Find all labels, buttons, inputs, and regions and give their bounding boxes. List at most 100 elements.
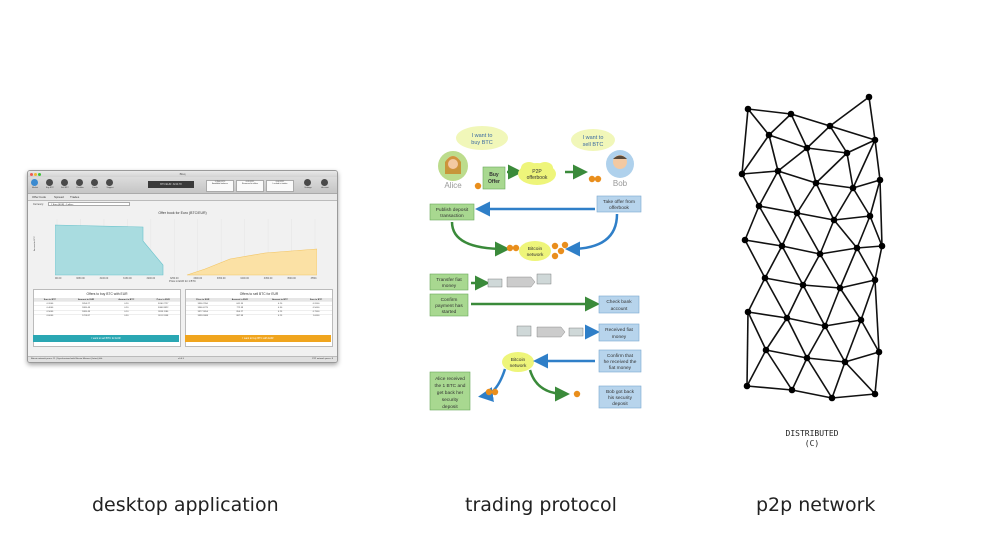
x-tick-label: 3150.00	[123, 277, 132, 279]
table-cell: 0.30	[106, 313, 147, 318]
network-edge	[796, 212, 821, 255]
column-header[interactable]: Amount in EUR	[65, 298, 107, 302]
buy-depth-area	[55, 224, 164, 276]
arrow-take-to-network	[565, 213, 619, 257]
toolbar-sell-label[interactable]: Sell BTC	[61, 187, 69, 189]
network-node	[812, 179, 820, 187]
bob-coin-2	[594, 175, 602, 183]
network-edge	[852, 179, 881, 189]
network-edge	[746, 349, 767, 387]
column-header[interactable]: Price in EUR	[146, 298, 180, 302]
toolbar-settings-label[interactable]: Settings	[304, 187, 312, 189]
maximize-window-icon[interactable]	[38, 172, 41, 176]
network-edge	[777, 170, 798, 214]
portfolio-icon[interactable]	[76, 179, 83, 186]
network-edge	[860, 279, 876, 321]
network-edge	[846, 139, 876, 154]
x-tick-label: 3350.00	[217, 277, 226, 279]
network-edge	[874, 245, 883, 281]
table-cell: 0.5000	[34, 309, 66, 315]
toolbar-support-label[interactable]: Support	[106, 187, 114, 189]
network-node	[841, 358, 849, 366]
network-edge	[744, 239, 783, 247]
network-edge	[806, 147, 848, 154]
network-edge	[831, 361, 846, 399]
column-header[interactable]: Amount in BTC	[106, 298, 147, 302]
column-header[interactable]: Sum in BTC	[34, 298, 66, 302]
table-cell: 3356.7650	[186, 301, 220, 306]
network-edge	[746, 311, 749, 387]
toolbar-market-label[interactable]: Market	[31, 187, 39, 189]
toolbar-funds-label[interactable]: Funds	[92, 187, 98, 189]
network-edge	[802, 284, 841, 289]
table-cell: 0.20	[106, 305, 147, 311]
support-icon[interactable]	[106, 179, 113, 186]
alice-label: Alice	[444, 181, 462, 190]
currency-select[interactable]: € Euro (EUR) - 5 offers	[48, 202, 130, 206]
table-cell: 3011.1958	[146, 313, 180, 318]
network-node	[744, 308, 752, 316]
close-window-icon[interactable]	[30, 172, 33, 176]
status-right: P2P network peers: 8	[312, 358, 333, 360]
network-nodes	[738, 93, 886, 402]
network-edge	[852, 139, 876, 189]
table-cell: 0.30	[260, 305, 301, 311]
network-edge	[856, 215, 871, 249]
network-edge	[874, 351, 880, 395]
column-header[interactable]: Amount in BTC	[260, 298, 301, 302]
sell-btc-button[interactable]: I want to sell BTC for EUR	[33, 335, 179, 342]
chart-xlabel: Price in EUR for 1 BTC	[169, 280, 196, 283]
price-ticker[interactable]: BTC/EUR: 3240.78	[148, 181, 194, 188]
network-node	[843, 149, 851, 157]
column-header[interactable]: Price in EUR	[186, 298, 220, 302]
network-edge	[741, 173, 760, 207]
alice-return-coin-1	[485, 388, 493, 396]
tab-spread[interactable]: Spread	[54, 195, 64, 199]
alice-received-box: Alice received the 1 BTC and get back he…	[429, 371, 471, 411]
network-edge	[744, 239, 766, 279]
network-edge	[806, 357, 846, 363]
tab-offer-book[interactable]: Offer book	[32, 195, 46, 199]
table-cell: 3039.1180	[146, 309, 180, 315]
transfer-fiat-box: Transfer fiat money	[429, 273, 469, 291]
bob-got-back-line3: deposit	[612, 401, 628, 407]
network-edge	[777, 147, 808, 172]
take-offer-line1: Take offer from	[603, 199, 635, 205]
network-edge	[768, 113, 792, 136]
network-edge	[747, 311, 767, 351]
stat-available-value: 1.3500 BTC	[214, 181, 226, 183]
minimize-window-icon[interactable]	[34, 172, 37, 176]
tab-trades[interactable]: Trades	[70, 195, 80, 199]
settings-icon[interactable]	[304, 179, 311, 186]
network-node	[871, 276, 879, 284]
column-header[interactable]: Sum in BTC	[300, 298, 332, 302]
multisig-coin-2	[557, 247, 565, 255]
sell-btc-icon[interactable]	[61, 179, 68, 186]
network-node	[793, 209, 801, 217]
buy-offer-line1: Buy	[489, 172, 499, 178]
alice-bubble-line2: buy BTC	[471, 140, 492, 146]
network-node	[738, 170, 746, 178]
network-edge	[815, 182, 854, 189]
toolbar-portfolio-label[interactable]: Portfolio	[76, 187, 84, 189]
buy-btc-icon[interactable]	[46, 179, 53, 186]
table-cell: 0.2000	[34, 301, 66, 306]
funds-icon[interactable]	[91, 179, 98, 186]
market-icon[interactable]	[31, 179, 38, 186]
network-edge	[839, 279, 876, 289]
toolbar-buy-label[interactable]: Buy BTC	[45, 187, 54, 189]
toolbar-account-label[interactable]: Account	[321, 187, 329, 189]
stat-reserved-value: 0.20 BTC	[245, 181, 255, 183]
column-header[interactable]: Amount in EUR	[219, 298, 260, 302]
network-edge	[874, 279, 880, 353]
buy-btc-button[interactable]: I want to buy BTC with EUR	[185, 335, 331, 342]
account-icon[interactable]	[321, 179, 328, 186]
